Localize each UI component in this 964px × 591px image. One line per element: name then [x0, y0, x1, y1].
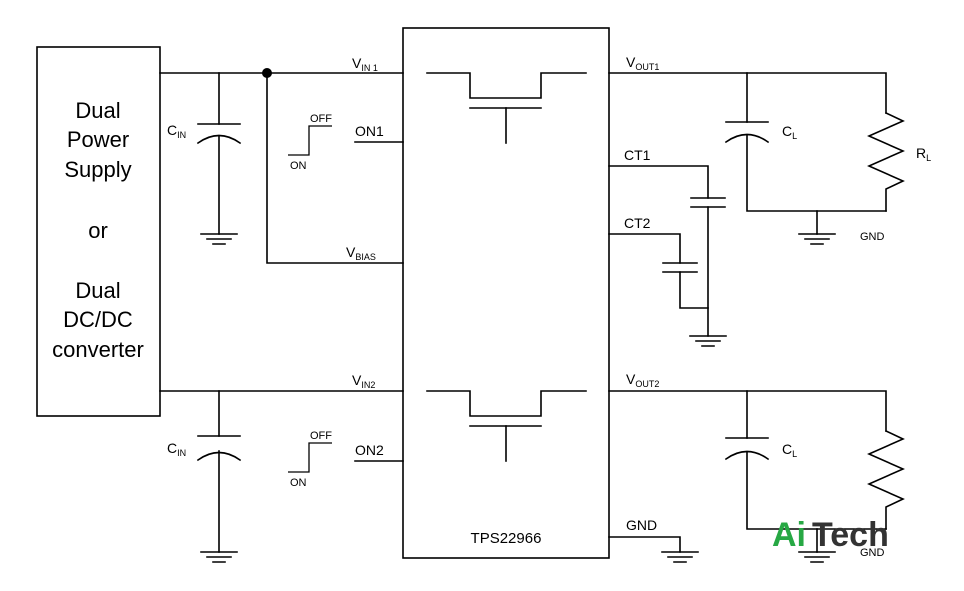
- cin-top-capacitor: [196, 72, 242, 235]
- on2-on-label: ON: [290, 477, 307, 489]
- supply-line-4: or: [88, 218, 108, 243]
- ct2-wire: [608, 233, 681, 264]
- ground-icon: [798, 233, 836, 245]
- rl-top-label: RL: [916, 145, 931, 163]
- ground-icon: [798, 551, 836, 563]
- vout1-label: VOUT1: [626, 54, 659, 72]
- fet-1: [426, 72, 587, 144]
- watermark-ai: Ai: [772, 516, 806, 554]
- on1-on-label: ON: [290, 160, 307, 172]
- cin-bottom-capacitor: [196, 390, 242, 553]
- ic-gnd-wire: [608, 536, 681, 553]
- ground-icon: [200, 233, 238, 245]
- on1-label: ON1: [355, 123, 384, 139]
- ic-part-number: TPS22966: [471, 530, 542, 547]
- supply-line-2: Power: [67, 127, 129, 152]
- supply-line-5: Dual: [75, 278, 120, 303]
- fet-2: [426, 390, 587, 462]
- ground-icon: [200, 551, 238, 563]
- cl-bottom-label: CL: [782, 441, 797, 459]
- vin1-label: VIN 1: [352, 55, 378, 73]
- cl-bottom-capacitor: [724, 390, 887, 530]
- vbias-label: VBIAS: [346, 244, 376, 262]
- aitech-watermark-logo: Ai Tech: [772, 516, 889, 554]
- ic-box: [402, 27, 610, 559]
- cl-top-label: CL: [782, 123, 797, 141]
- ground-icon: [661, 551, 699, 563]
- on2-step-signal: [288, 442, 332, 473]
- rl-bottom-resistor: [867, 429, 905, 530]
- on2-label: ON2: [355, 442, 384, 458]
- supply-line-1: Dual: [75, 98, 120, 123]
- on2-off-label: OFF: [310, 430, 332, 442]
- rl-top-resistor: [867, 111, 905, 212]
- ground-icon: [689, 335, 727, 347]
- supply-line-6: DC/DC: [63, 307, 133, 332]
- vbias-wire: [266, 72, 404, 264]
- vin2-label: VIN2: [352, 372, 375, 390]
- ct2-capacitor: [662, 262, 709, 309]
- ic-gnd-label: GND: [626, 517, 657, 533]
- cin-top-label: CIN: [167, 122, 186, 140]
- gnd-top-label: GND: [860, 231, 885, 243]
- supply-line-3: Supply: [64, 157, 131, 182]
- on1-off-label: OFF: [310, 113, 332, 125]
- ct1-wire: [608, 165, 709, 199]
- cin-bottom-label: CIN: [167, 440, 186, 458]
- ct1-label: CT1: [624, 147, 651, 163]
- vout1-wire: [608, 72, 887, 114]
- power-supply-box: [36, 46, 161, 417]
- vout2-label: VOUT2: [626, 371, 659, 389]
- cl-top-capacitor: [724, 72, 887, 212]
- supply-line-7: converter: [52, 337, 144, 362]
- gnd-bottom-label: GND: [860, 547, 885, 559]
- on1-step-signal: [288, 125, 332, 156]
- watermark-tech: Tech: [812, 516, 889, 554]
- vout2-wire: [608, 390, 887, 432]
- ct1-capacitor: [690, 197, 726, 337]
- ct2-label: CT2: [624, 215, 651, 231]
